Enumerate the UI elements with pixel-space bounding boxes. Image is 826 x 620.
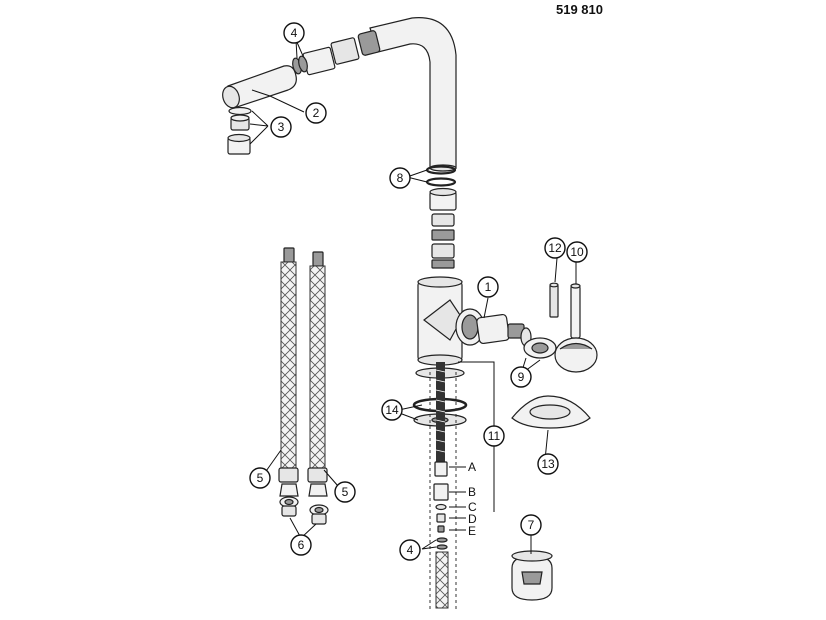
callout-2: 2 (305, 102, 327, 124)
callout-6: 6 (290, 534, 312, 556)
label-e: E (468, 524, 476, 538)
callout-5-right: 5 (334, 481, 356, 503)
callout-8: 8 (389, 167, 411, 189)
spray-head (222, 65, 297, 109)
hose-weight (511, 550, 553, 601)
svg-text:9: 9 (518, 370, 525, 384)
callout-14: 14 (381, 399, 403, 421)
callout-11: 11 (483, 425, 505, 447)
svg-text:3: 3 (278, 120, 285, 134)
supply-hose-left (278, 247, 299, 497)
base-plate (511, 395, 591, 429)
o-rings-hose (436, 537, 448, 550)
part-number-label: 519 810 (556, 2, 603, 17)
svg-text:11: 11 (488, 429, 501, 443)
svg-text:7: 7 (528, 518, 535, 532)
svg-text:12: 12 (548, 241, 562, 255)
svg-text:4: 4 (407, 543, 414, 557)
label-d: D (468, 512, 477, 526)
supply-hose-right (307, 251, 328, 497)
label-c: C (468, 500, 477, 514)
spout-adapter (429, 187, 457, 269)
aerator-parts (227, 106, 252, 155)
lever-handle (554, 283, 598, 373)
leader-lines (249, 39, 577, 554)
cartridge-nut (523, 337, 557, 359)
hose-nuts (279, 496, 329, 525)
svg-text:5: 5 (342, 485, 349, 499)
cartridge (476, 313, 532, 347)
callout-7: 7 (520, 514, 542, 536)
o-rings-top (292, 55, 308, 75)
svg-text:5: 5 (257, 471, 264, 485)
fixing-kit (433, 461, 449, 533)
callout-3: 3 (270, 116, 292, 138)
callout-12: 12 (544, 237, 566, 259)
callout-4-top: 4 (283, 22, 305, 44)
callout-10: 10 (566, 241, 588, 263)
threaded-rod (435, 362, 446, 462)
svg-text:8: 8 (397, 171, 404, 185)
label-a: A (468, 460, 476, 474)
callout-5-left: 5 (249, 467, 271, 489)
callout-4-lower: 4 (399, 539, 421, 561)
spout (369, 17, 457, 172)
svg-text:1: 1 (485, 280, 492, 294)
label-b: B (468, 485, 476, 499)
svg-text:6: 6 (298, 538, 305, 552)
callout-1: 1 (477, 276, 499, 298)
svg-text:13: 13 (541, 457, 555, 471)
callout-13: 13 (537, 453, 559, 475)
spout-connector (302, 30, 381, 76)
svg-text:14: 14 (385, 403, 399, 417)
callout-9: 9 (510, 366, 532, 388)
svg-text:10: 10 (570, 245, 584, 259)
mixer-body (417, 276, 485, 366)
svg-text:2: 2 (313, 106, 320, 120)
grub-screw (549, 282, 559, 318)
svg-text:4: 4 (291, 26, 298, 40)
